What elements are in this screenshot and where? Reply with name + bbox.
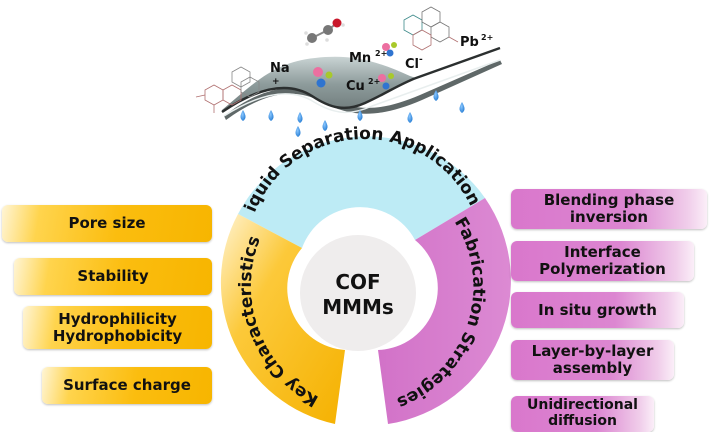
tetracycline-molecule-icon (195, 66, 260, 113)
strategy-blending-phase-inversion[interactable]: Blending phase inversion (511, 189, 707, 229)
ion-charge-cl: - (419, 55, 423, 65)
center-label-line2: MMMs (322, 295, 394, 319)
center-label-line1: COF (335, 270, 380, 294)
water-drop-icon (240, 110, 246, 121)
ion-cluster-icon (313, 67, 333, 88)
membrane-edge (221, 46, 501, 114)
strategy-label: Interface Polymerization (539, 243, 666, 278)
strategy-layer-by-layer-assembly[interactable]: Layer-by-layer assembly (511, 340, 674, 380)
strategy-interface-polymerization[interactable]: Interface Polymerization (511, 241, 694, 281)
water-drop-icon (433, 90, 439, 101)
characteristic-label: Surface charge (63, 376, 191, 395)
ion-label-pb: Pb (460, 35, 479, 50)
water-droplets (240, 90, 465, 137)
characteristic-label: Pore size (68, 214, 146, 233)
membrane-illustration: Na + Mn 2+ Cu 2+ Cl - Pb 2+ (195, 6, 502, 137)
ion-charge-pb: 2+ (481, 33, 493, 42)
characteristic-stability[interactable]: Stability (14, 258, 212, 295)
strategy-in-situ-growth[interactable]: In situ growth (511, 292, 684, 328)
ion-cluster-icon (382, 42, 397, 57)
ion-label-cl: Cl (405, 57, 419, 72)
segment-liquid-separation[interactable] (238, 136, 485, 248)
water-drop-icon (297, 112, 303, 123)
strategy-unidirectional-diffusion[interactable]: Unidirectional diffusion (511, 396, 654, 432)
ion-cluster-icon (378, 73, 394, 90)
characteristic-surface-charge[interactable]: Surface charge (42, 367, 212, 404)
water-drop-icon (268, 110, 274, 121)
strategy-label: Unidirectional diffusion (527, 397, 638, 429)
ethanol-molecule-icon (304, 18, 345, 46)
characteristic-hydrophilicity-hydrophobicity[interactable]: Hydrophilicity Hydrophobicity (23, 306, 212, 349)
characteristic-label: Hydrophilicity Hydrophobicity (52, 309, 183, 345)
ofloxacin-molecule-icon (403, 6, 459, 51)
membrane-highlight (223, 59, 501, 117)
segment-fabrication-strategies[interactable] (378, 198, 511, 424)
water-drop-icon (459, 102, 465, 113)
ion-charge-na: + (272, 77, 280, 87)
ion-label-na: Na (270, 61, 290, 76)
water-drop-icon (295, 126, 301, 137)
membrane-support-layer (224, 60, 502, 120)
ion-charge-cu: 2+ (368, 77, 380, 86)
ion-charge-mn: 2+ (375, 49, 387, 58)
strategy-label: Blending phase inversion (543, 191, 675, 226)
strategy-label: Layer-by-layer assembly (531, 342, 654, 377)
ion-label-cu: Cu (346, 79, 365, 94)
ion-label-mn: Mn (349, 51, 371, 66)
water-drop-icon (357, 110, 363, 121)
segment-key-characteristics[interactable] (220, 214, 345, 424)
characteristic-label: Stability (77, 267, 149, 286)
water-drop-icon (407, 112, 413, 123)
center-circle (300, 235, 416, 351)
water-drop-icon (322, 120, 328, 131)
characteristic-pore-size[interactable]: Pore size (2, 205, 212, 242)
strategy-label: In situ growth (538, 300, 657, 319)
